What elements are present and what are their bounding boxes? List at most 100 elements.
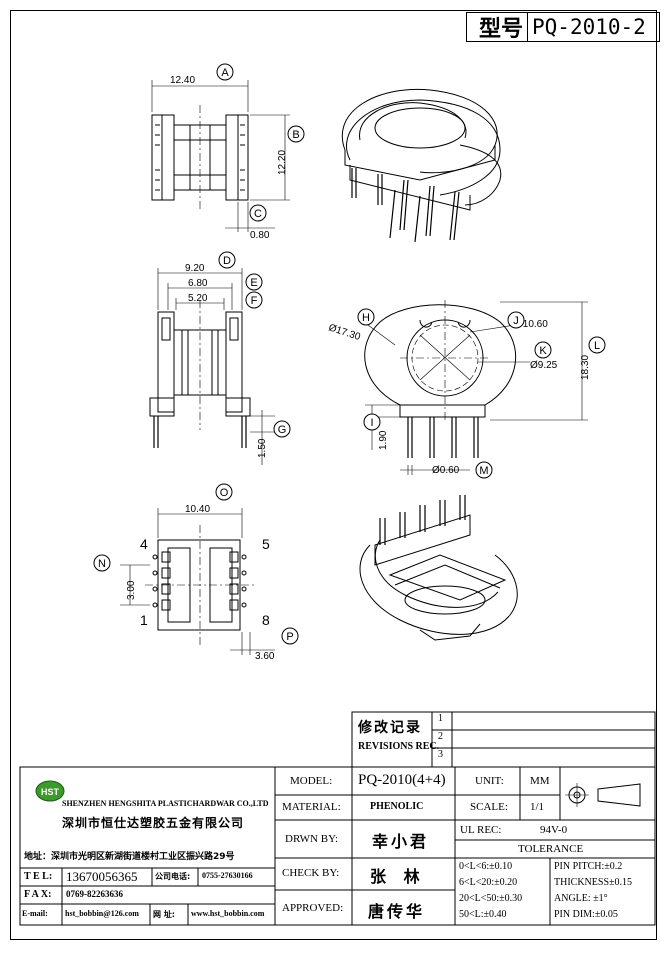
dim-a-value: 12.40 <box>170 75 195 86</box>
company-address: 地址：深圳市光明区新湖街道楼村工业区振兴路29号 <box>24 852 235 862</box>
tolerance-line-1: 0<L<6:±0.10 <box>459 861 513 872</box>
material-value: PHENOLIC <box>370 801 424 812</box>
marker-circle-h <box>357 308 375 326</box>
scale-value: 1/1 <box>530 801 545 813</box>
pin-number-8: 8 <box>262 612 270 628</box>
approved-label: APPROVED: <box>282 902 344 914</box>
marker-o: O <box>220 487 229 499</box>
revision-mark-3: 3 <box>438 749 443 760</box>
email-label: E-mail: <box>22 909 48 918</box>
approved-by-name: 唐传华 <box>368 902 426 921</box>
web-label: 网 址: <box>153 910 175 919</box>
dim-m-value: Ø0.60 <box>432 465 460 476</box>
drawing-frame <box>10 10 657 940</box>
marker-l: L <box>594 340 600 352</box>
tel-label: T E L: <box>24 871 53 882</box>
dim-n-value: 3.00 <box>126 580 137 600</box>
isometric-view-top <box>341 88 502 243</box>
marker-circle-l <box>588 336 606 354</box>
company-logo-text: HST <box>41 787 60 797</box>
marker-e: E <box>250 277 257 289</box>
front-view <box>151 80 290 232</box>
model-number-value: PQ-2010-2 <box>532 15 646 39</box>
marker-circle-d <box>218 251 236 269</box>
isometric-view-bottom <box>359 495 518 641</box>
ul-rec-label: UL REC: <box>460 824 502 836</box>
marker-k: K <box>539 345 547 357</box>
marker-circle-c <box>249 204 267 222</box>
email-address: hst_bobbin@126.com <box>65 909 139 918</box>
model-number-box: 型号 PQ-2010-2 <box>466 12 660 42</box>
dim-j-value: Ø10.60 <box>515 319 548 330</box>
angle-tolerance: ANGLE: ±1° <box>554 893 608 904</box>
revision-mark-2: 2 <box>438 731 443 742</box>
marker-circle-f <box>245 291 263 309</box>
pin-number-4: 4 <box>140 536 148 552</box>
company-tel: 0755-27630166 <box>202 871 253 880</box>
unit-label: UNIT: <box>475 775 504 787</box>
pin-number-1: 1 <box>140 612 148 628</box>
marker-m: M <box>479 465 488 477</box>
marker-d: D <box>223 255 231 267</box>
model-value: PQ-2010(4+4) <box>358 772 446 788</box>
marker-circle-n <box>93 554 111 572</box>
marker-j: J <box>513 315 519 327</box>
company-name-en: SHENZHEN HENGSHITA PLASTICHARDWAR CO.,LT… <box>62 799 269 808</box>
marker-circle-m <box>475 461 493 479</box>
marker-circle-g <box>273 420 291 438</box>
marker-n: N <box>98 558 106 570</box>
marker-a: A <box>221 67 229 79</box>
dim-d-value: 9.20 <box>185 263 205 274</box>
marker-circle-i <box>363 413 381 431</box>
title-block-grid <box>19 711 656 926</box>
marker-p: P <box>286 631 293 643</box>
company-name-cn: 深圳市恒仕达塑胶五金有限公司 <box>62 816 245 830</box>
marker-h: H <box>362 312 370 324</box>
pin-dim-tolerance: PIN DIM:±0.05 <box>554 909 618 920</box>
web-address: www.hst_bobbin.com <box>191 909 265 918</box>
dim-i-value: 1.90 <box>378 430 389 450</box>
dim-g-value: 1.50 <box>257 438 268 458</box>
marker-b: B <box>292 129 299 141</box>
dim-p-value: 3.60 <box>255 651 275 662</box>
marker-circle-e <box>245 273 263 291</box>
revisions-title-en: REVISIONS REC. <box>358 741 440 752</box>
check-by-label: CHECK BY: <box>282 867 340 879</box>
marker-circle-o <box>215 483 233 501</box>
drawn-by-label: DRWN BY: <box>285 833 339 845</box>
marker-c: C <box>254 208 262 220</box>
ul-rec-value: 94V-0 <box>540 824 568 836</box>
side-view <box>149 268 275 465</box>
pin-number-5: 5 <box>262 536 270 552</box>
bottom-view <box>120 508 275 655</box>
dim-b-value: 12.20 <box>277 150 288 175</box>
scale-label: SCALE: <box>470 801 508 813</box>
dim-o-value: 10.40 <box>185 504 210 515</box>
top-view-ring <box>364 300 588 475</box>
tel-number: 13670056365 <box>66 869 138 884</box>
marker-circle-b <box>287 125 305 143</box>
dim-k-value: Ø9.25 <box>530 360 558 371</box>
revisions-title-cn: 修改记录 <box>358 720 422 736</box>
unit-value: MM <box>530 775 550 787</box>
marker-circle-k <box>534 341 552 359</box>
dim-l-value: 18.30 <box>580 355 591 380</box>
drawn-by-name: 幸小君 <box>372 832 430 851</box>
marker-circle-p <box>281 627 299 645</box>
tolerance-line-2: 6<L<20:±0.20 <box>459 877 518 888</box>
dim-e-value: 6.80 <box>188 278 208 289</box>
marker-circle-a <box>216 63 234 81</box>
marker-i: I <box>370 417 373 429</box>
check-by-name: 张 林 <box>370 867 426 886</box>
dim-f-value: 5.20 <box>188 293 208 304</box>
fax-label: F A X: <box>24 889 52 900</box>
marker-circle-j <box>507 311 525 329</box>
marker-f: F <box>251 295 258 307</box>
fax-number: 0769-82263636 <box>66 889 123 899</box>
model-label: MODEL: <box>290 775 333 787</box>
thickness-tolerance: THICKNESS±0.15 <box>554 877 632 888</box>
model-number-label: 型号 <box>467 13 529 42</box>
